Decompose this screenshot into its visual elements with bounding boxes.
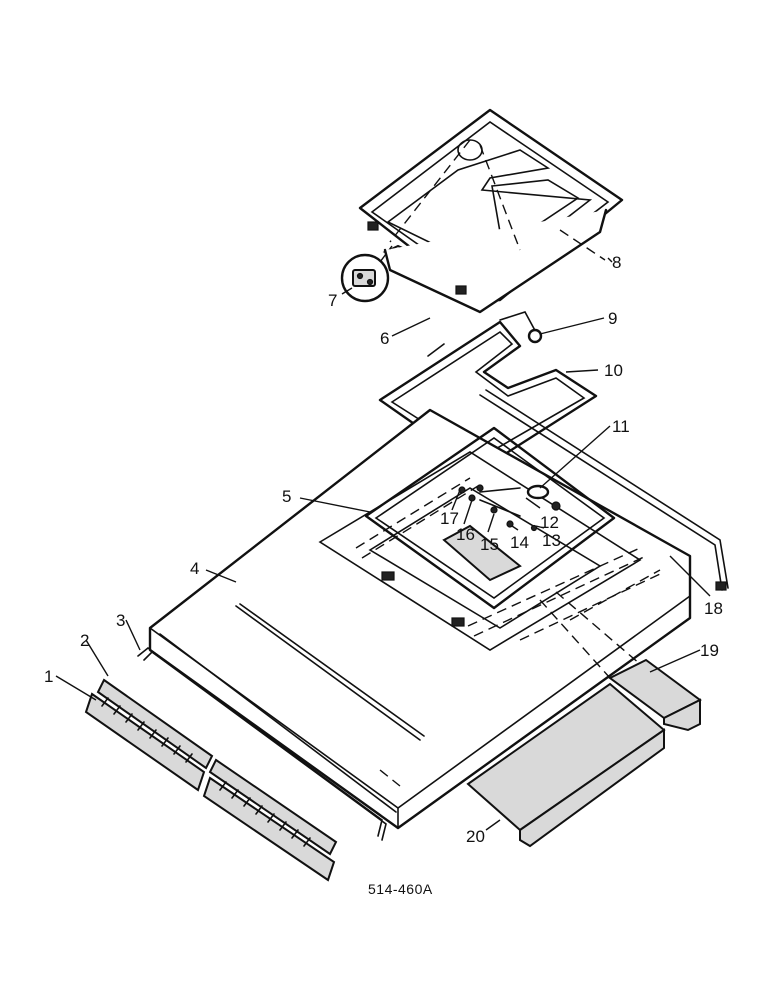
callout-1: 1 [44, 667, 53, 686]
callout-7: 7 [328, 291, 337, 310]
callout-19: 19 [700, 641, 719, 660]
hatch-lid [358, 108, 624, 314]
callout-6: 6 [380, 329, 389, 348]
base-plate [466, 682, 666, 848]
vent-grille-left [84, 692, 206, 792]
callout-14: 14 [510, 533, 529, 552]
callout-15: 15 [480, 535, 499, 554]
trim-strip [96, 678, 338, 856]
callout-10: 10 [604, 361, 623, 380]
callout-16: 16 [456, 525, 475, 544]
inner-frame [364, 426, 616, 610]
roof-hatch-opening [318, 451, 647, 651]
callout-18: 18 [704, 599, 723, 618]
support-beam [539, 591, 702, 732]
reference-code: 514-460A [368, 881, 433, 897]
callout-13: 13 [542, 531, 561, 550]
callout-4: 4 [190, 559, 199, 578]
callout-17: 17 [440, 509, 459, 528]
callout-12: 12 [540, 513, 559, 532]
fastener-parts [458, 484, 561, 532]
leader-lines [55, 287, 711, 831]
vent-grille-right [202, 776, 336, 882]
callout-2: 2 [80, 631, 89, 650]
callout-11: 11 [612, 417, 630, 436]
hinge-bracket-detail [340, 245, 393, 303]
callout-9: 9 [608, 309, 617, 328]
roof-panel [148, 408, 692, 830]
callout-3: 3 [116, 611, 125, 630]
callout-5: 5 [282, 487, 291, 506]
edge-rail [137, 646, 387, 841]
callout-8: 8 [612, 253, 621, 272]
callout-labels: 1 2 3 4 5 6 7 8 9 10 11 12 13 14 15 16 1… [44, 253, 723, 846]
hinge-rod [499, 311, 543, 344]
long-rod [479, 389, 729, 591]
callout-20: 20 [466, 827, 485, 846]
